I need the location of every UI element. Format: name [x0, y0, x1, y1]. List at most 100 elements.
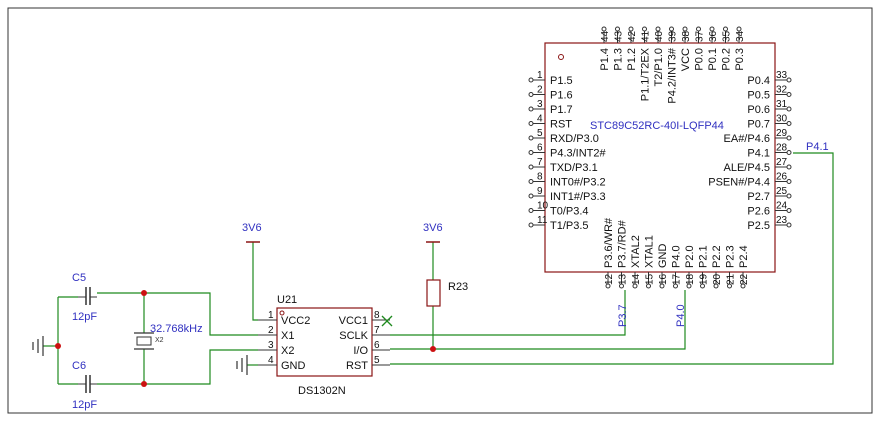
- capacitor-c5[interactable]: C5 12pF: [72, 272, 97, 323]
- mcu-pin-label: P4.2/INT3#: [667, 47, 679, 104]
- mcu-pin-label: P1.5: [550, 75, 573, 87]
- mcu-pin-label: P0.0: [694, 48, 706, 71]
- mcu-pin-number: 35: [722, 30, 733, 42]
- wire-sclk: [390, 290, 626, 336]
- mcu-pin-number: 14: [631, 273, 642, 285]
- mcu-pin-number: 39: [668, 30, 679, 42]
- mcu-pin-2[interactable]: 2 P1.6: [528, 85, 573, 102]
- net-label-p40: P4.0: [675, 304, 687, 327]
- mcu-pin-label: P2.3: [725, 245, 737, 268]
- crystal-x2[interactable]: 32.768kHz X2: [134, 323, 203, 350]
- rtc-pin-number: 8: [374, 310, 380, 321]
- mcu-pin-number: 3: [537, 99, 543, 110]
- power-3v6-left-label: 3V6: [242, 222, 262, 234]
- mcu-pin-number: 43: [614, 30, 625, 42]
- rtc-pin-6[interactable]: 6I/O: [353, 340, 390, 357]
- rtc-pin1-marker: [279, 310, 285, 316]
- mcu-pin-number: 34: [735, 30, 746, 42]
- mcu-pin-number: 8: [537, 172, 543, 183]
- capacitor-c6[interactable]: C6 12pF: [72, 360, 97, 411]
- ground-icon-left: [32, 336, 44, 356]
- mcu-pin-label: P0.4: [747, 75, 770, 87]
- mcu-pin-number: 1: [537, 70, 543, 81]
- mcu-pin-number: 40: [654, 30, 665, 42]
- mcu-pin-number: 15: [645, 273, 656, 285]
- mcu-pin-number: 25: [776, 186, 788, 197]
- mcu-pin-label: RST: [550, 119, 572, 131]
- mcu-pin-label: P1.6: [550, 90, 573, 102]
- mcu-pin-label: P1.2: [626, 48, 638, 71]
- crystal-frequency: 32.768kHz: [150, 323, 203, 335]
- mcu-pin-label: P3.7/RD#: [617, 219, 629, 268]
- mcu-part-name: STC89C52RC-40I-LQFP44: [590, 120, 724, 132]
- mcu-pin-number: 2: [537, 85, 543, 96]
- mcu-pin-label: P2.6: [747, 206, 770, 218]
- mcu-pin1-marker: [558, 54, 564, 60]
- mcu-pin-1[interactable]: 1 P1.5: [528, 70, 573, 87]
- mcu-pin-label: T1/P3.5: [550, 220, 589, 232]
- rtc-pin-label: X2: [281, 345, 294, 357]
- mcu-pin-label: P0.3: [734, 48, 746, 71]
- power-3v6-right-label: 3V6: [423, 222, 443, 234]
- power-3v6-right: 3V6: [423, 222, 443, 243]
- mcu-pin-15[interactable]: 15 XTAL1: [644, 235, 656, 289]
- mcu-pin-number: 23: [776, 215, 788, 226]
- wire-x2: [97, 349, 258, 385]
- mcu-pin-number: 30: [776, 114, 788, 125]
- c5-value: 12pF: [72, 311, 97, 323]
- mcu-pin-label: P2.7: [747, 191, 770, 203]
- mcu-pin-25[interactable]: 25 P2.7: [747, 186, 792, 203]
- mcu-pin-label: XTAL1: [644, 235, 656, 268]
- resistor-r23[interactable]: R23: [426, 279, 468, 307]
